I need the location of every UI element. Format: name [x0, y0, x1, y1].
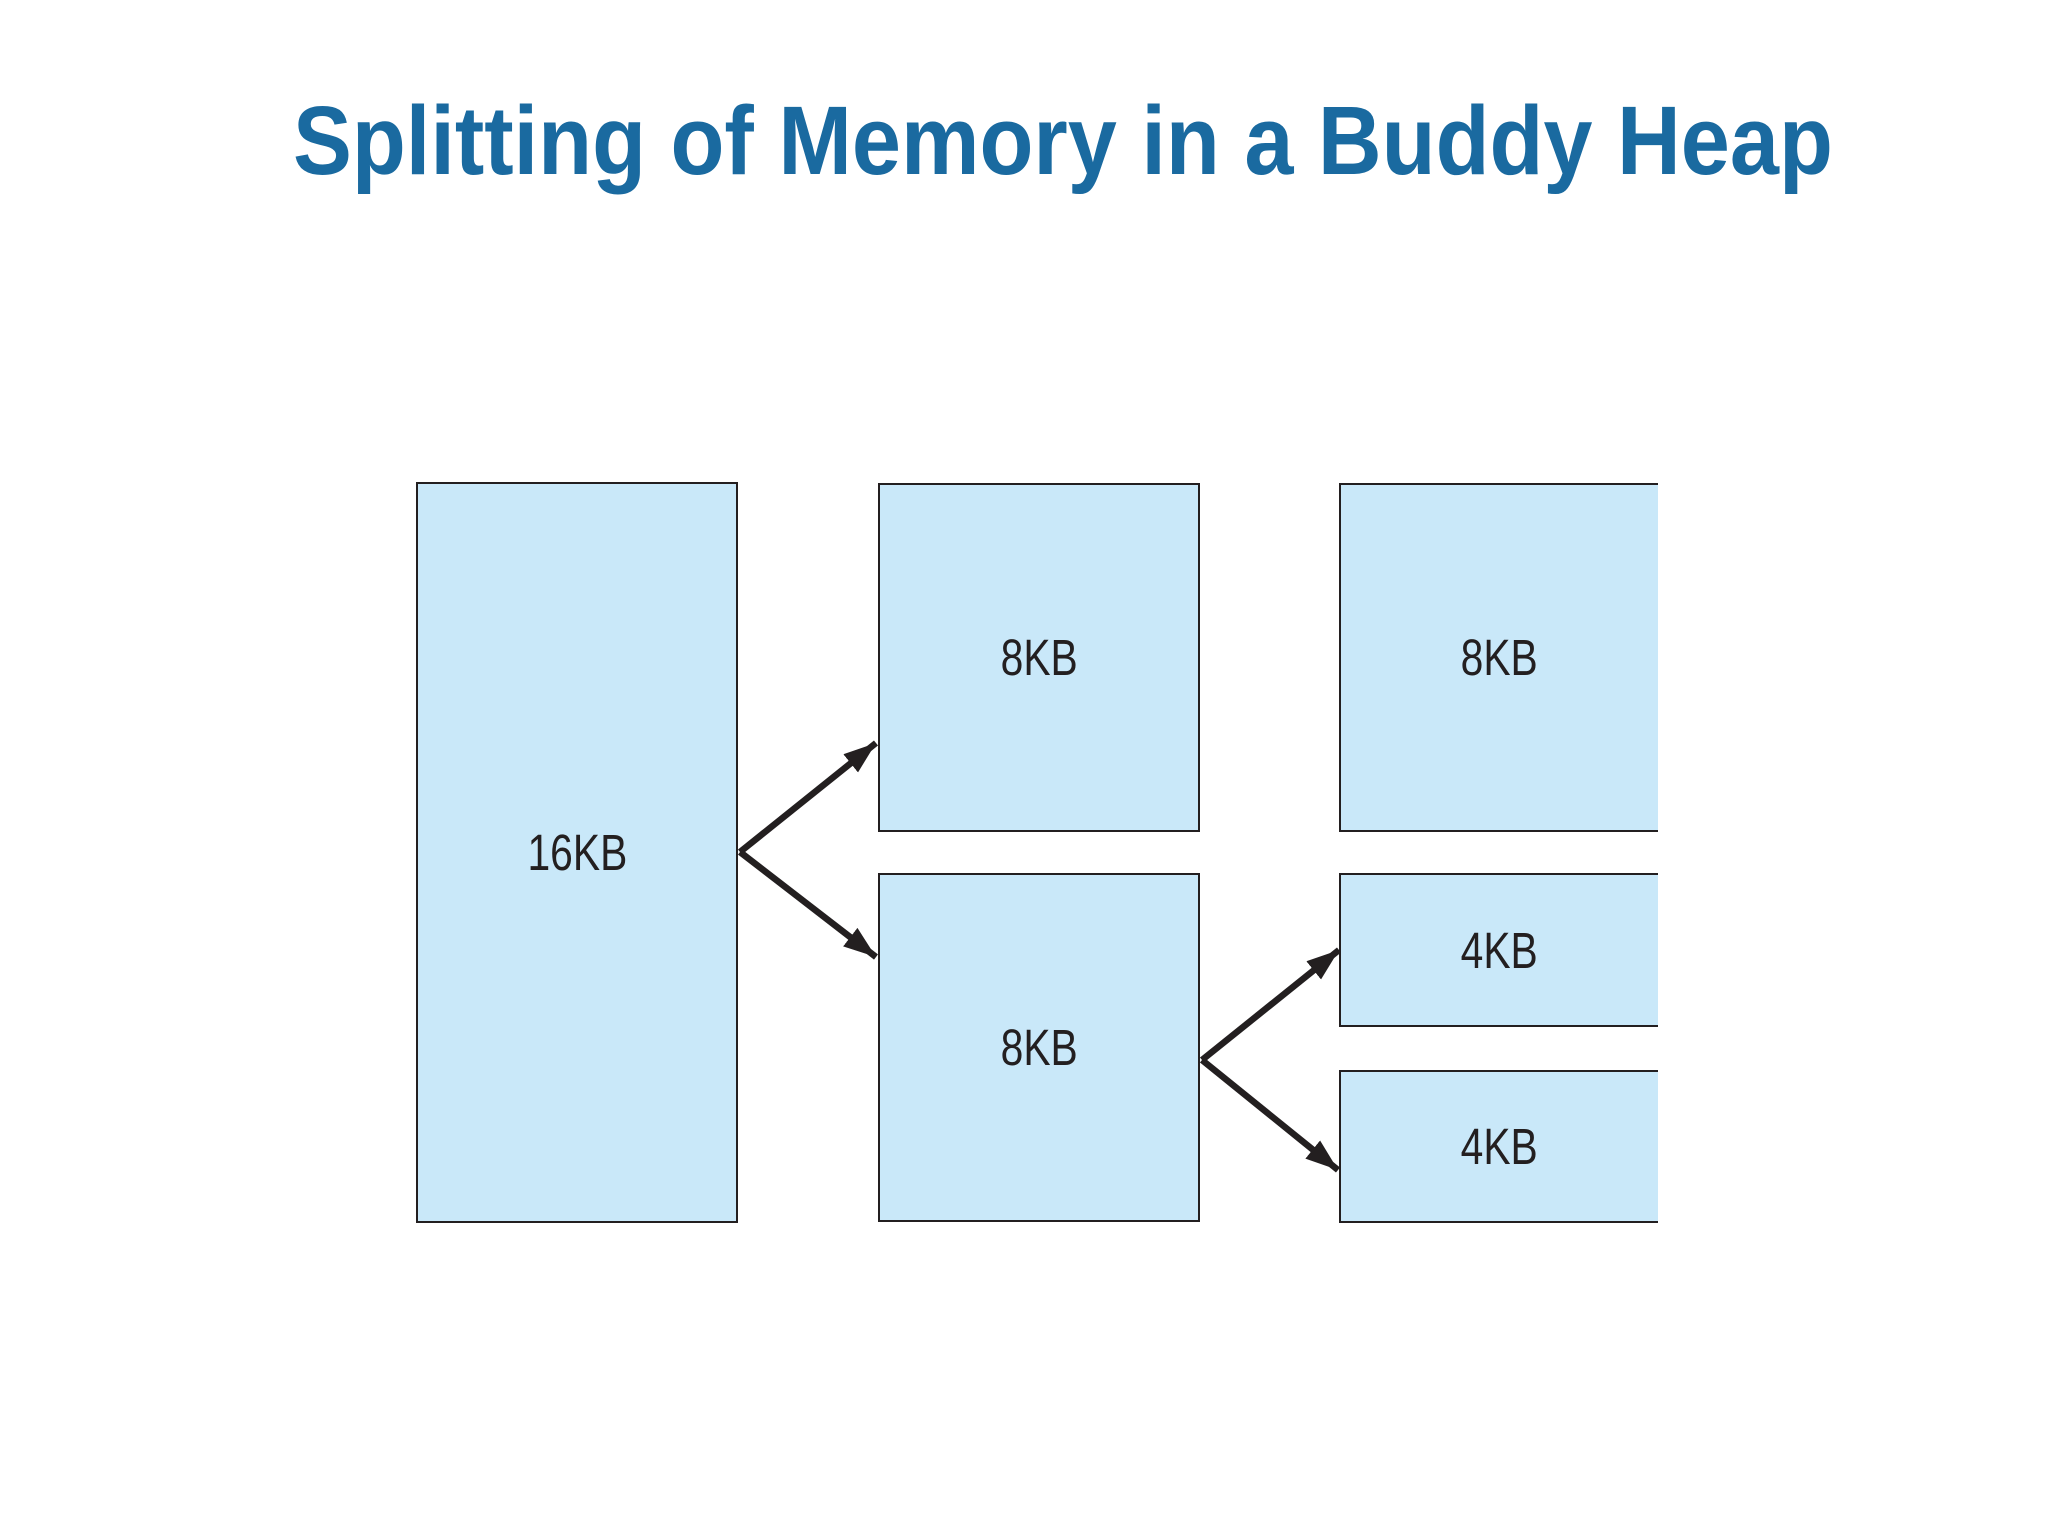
memory-block-8kb-lower: 8KB: [878, 873, 1200, 1222]
memory-block-4kb-upper: 4KB: [1339, 873, 1658, 1027]
memory-block-label: 8KB: [1460, 629, 1539, 686]
arrow-8kb-to-4kb-upper: [1199, 947, 1342, 1063]
memory-block-4kb-lower: 4KB: [1339, 1070, 1658, 1223]
memory-block-label: 4KB: [1460, 1118, 1539, 1175]
arrow-16kb-to-8kb-lower: [738, 849, 878, 960]
memory-block-label: 4KB: [1460, 921, 1539, 979]
memory-block-label: 8KB: [1000, 629, 1078, 686]
memory-block-16kb: 16KB: [416, 482, 738, 1223]
memory-block-8kb-right: 8KB: [1339, 483, 1658, 832]
memory-block-label: 16KB: [527, 824, 627, 881]
memory-block-8kb-upper: 8KB: [878, 483, 1200, 832]
page-title: Splitting of Memory in a Buddy Heap: [293, 86, 1833, 195]
memory-block-label: 8KB: [1000, 1019, 1078, 1076]
arrow-16kb-to-8kb-upper: [737, 740, 879, 855]
arrow-8kb-to-4kb-lower: [1199, 1057, 1341, 1173]
